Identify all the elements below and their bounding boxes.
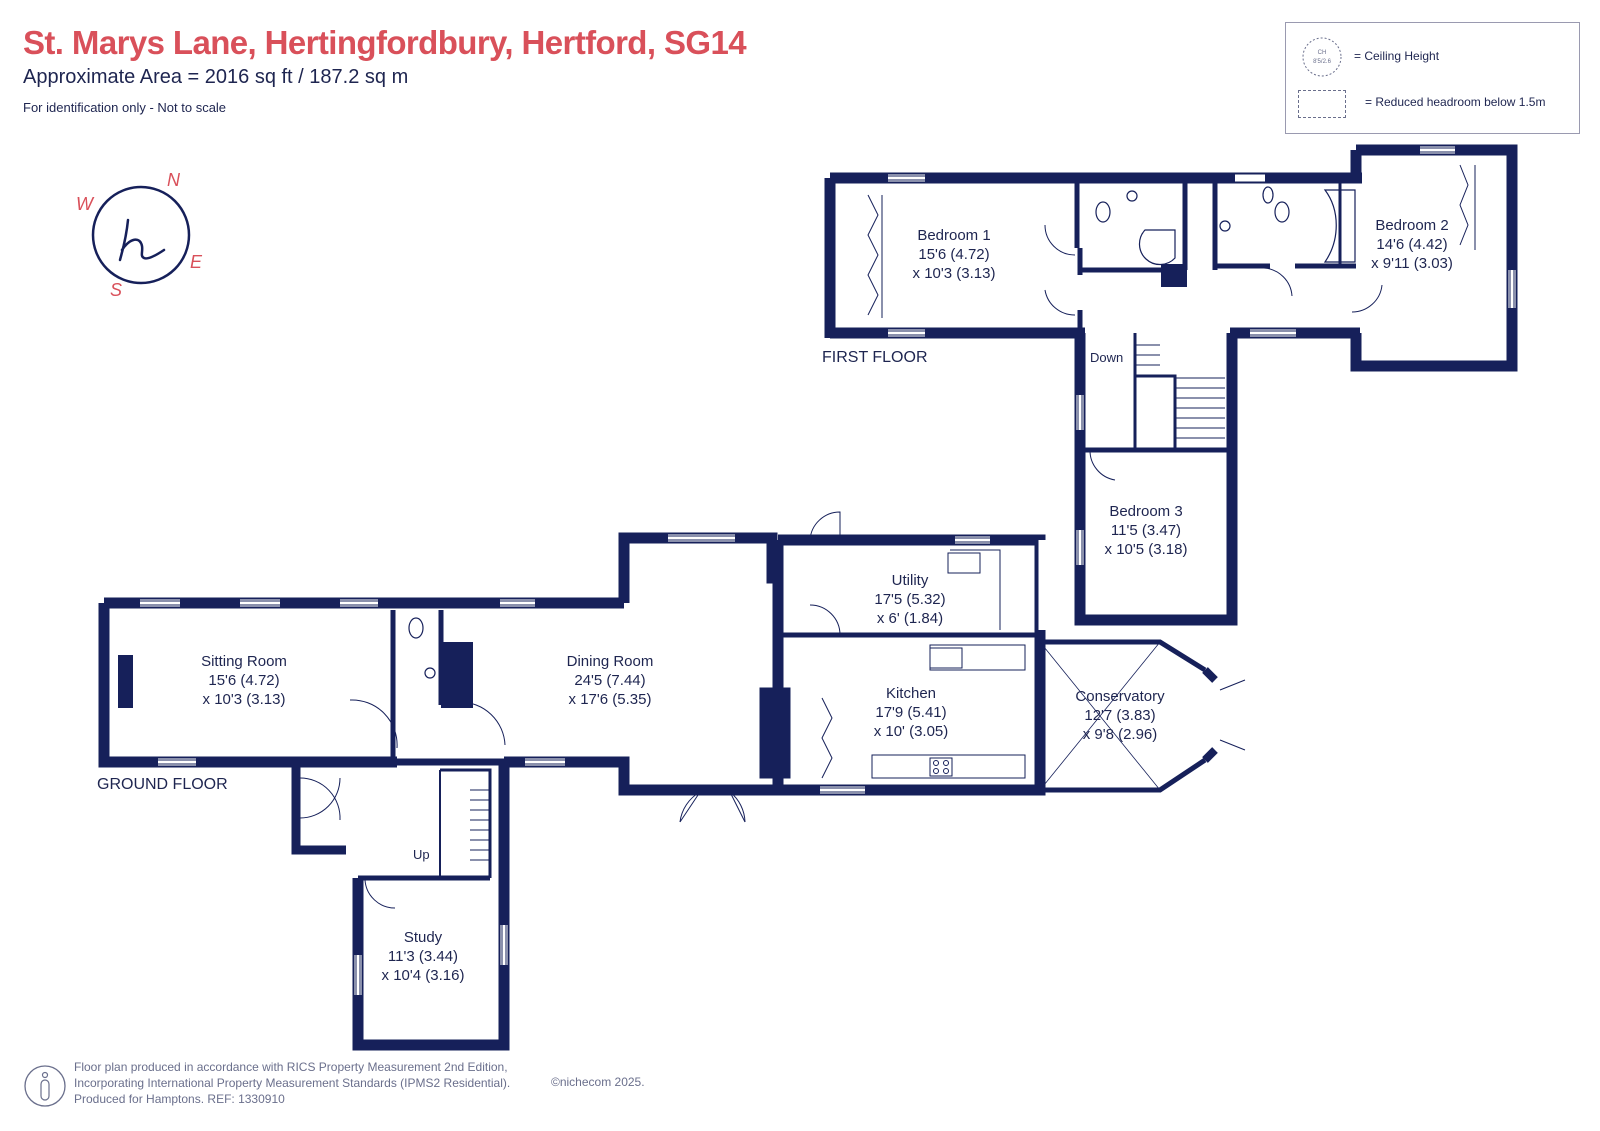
ceiling-height-label: = Ceiling Height <box>1354 49 1440 63</box>
compass-circle <box>91 185 191 285</box>
logo-h-icon <box>118 218 166 262</box>
room-name: Bedroom 2 <box>1375 217 1448 234</box>
footer-line-3: Produced for Hamptons. REF: 1330910 <box>74 1092 285 1106</box>
room-dim-1: 17'9 (5.41) <box>875 704 946 721</box>
room-dim-1: 12'7 (3.83) <box>1084 707 1155 724</box>
room-name: Sitting Room <box>201 653 287 670</box>
room-dim-2: x 9'8 (2.96) <box>1083 726 1158 743</box>
room-name: Utility <box>892 572 929 589</box>
ceiling-badge-bottom: 8'5/2.6 <box>1313 59 1331 65</box>
ground-floor-label: GROUND FLOOR <box>97 776 228 793</box>
ceiling-height-icon: CH 8'5/2.6 <box>1302 37 1342 77</box>
approximate-area: Approximate Area = 2016 sq ft / 187.2 sq… <box>23 66 409 88</box>
rics-info-icon <box>24 1065 66 1107</box>
room-dim-1: 11'5 (3.47) <box>1111 522 1181 539</box>
compass-logo: N E S W <box>76 170 203 300</box>
footer-text: Floor plan produced in accordance with R… <box>74 1059 510 1107</box>
compass-n: N <box>167 170 181 190</box>
room-dim-2: x 10' (3.05) <box>874 723 949 740</box>
compass-s: S <box>110 280 122 300</box>
room-name: Conservatory <box>1075 688 1165 705</box>
room-dim-2: x 9'11 (3.03) <box>1371 255 1453 272</box>
copyright: ©nichecom 2025. <box>551 1075 645 1089</box>
footer-line-1: Floor plan produced in accordance with R… <box>74 1060 508 1074</box>
room-labels: Bedroom 1 15'6 (4.72) x 10'3 (3.13) Bedr… <box>201 217 1453 984</box>
identification-note: For identification only - Not to scale <box>23 100 227 115</box>
room-dim-2: x 10'4 (3.16) <box>382 967 465 984</box>
footer-line-2: Incorporating International Property Mea… <box>74 1076 511 1090</box>
room-dim-2: x 6' (1.84) <box>877 610 943 627</box>
room-dim-2: x 10'5 (3.18) <box>1105 541 1188 558</box>
room-name: Bedroom 3 <box>1109 503 1182 520</box>
ceiling-badge-top: CH <box>1318 50 1327 56</box>
ground-floor-walls <box>98 511 1246 1051</box>
property-title: St. Marys Lane, Hertingfordbury, Hertfor… <box>23 24 747 61</box>
room-name: Kitchen <box>886 685 936 702</box>
first-floor-walls <box>824 144 1518 626</box>
room-dim-1: 24'5 (7.44) <box>574 672 645 689</box>
room-dim-2: x 17'6 (5.35) <box>569 691 652 708</box>
room-dim-1: 14'6 (4.42) <box>1376 236 1447 253</box>
room-dim-2: x 10'3 (3.13) <box>913 265 996 282</box>
first-floor-label: FIRST FLOOR <box>822 349 928 366</box>
room-dim-1: 15'6 (4.72) <box>208 672 279 689</box>
room-name: Dining Room <box>567 653 654 670</box>
legend-box: CH 8'5/2.6 = Ceiling Height = Reduced he… <box>1285 22 1580 134</box>
stairs-down-label: Down <box>1090 350 1123 365</box>
room-dim-1: 17'5 (5.32) <box>874 591 945 608</box>
reduced-headroom-label: = Reduced headroom below 1.5m <box>1365 95 1546 109</box>
room-name: Bedroom 1 <box>917 227 990 244</box>
room-dim-1: 11'3 (3.44) <box>388 948 458 965</box>
reduced-headroom-icon <box>1298 90 1346 118</box>
compass-w: W <box>76 194 95 214</box>
room-dim-1: 15'6 (4.72) <box>918 246 989 263</box>
room-name: Study <box>404 929 443 946</box>
room-dim-2: x 10'3 (3.13) <box>203 691 286 708</box>
stairs-up-label: Up <box>413 847 430 862</box>
compass-e: E <box>190 252 203 272</box>
